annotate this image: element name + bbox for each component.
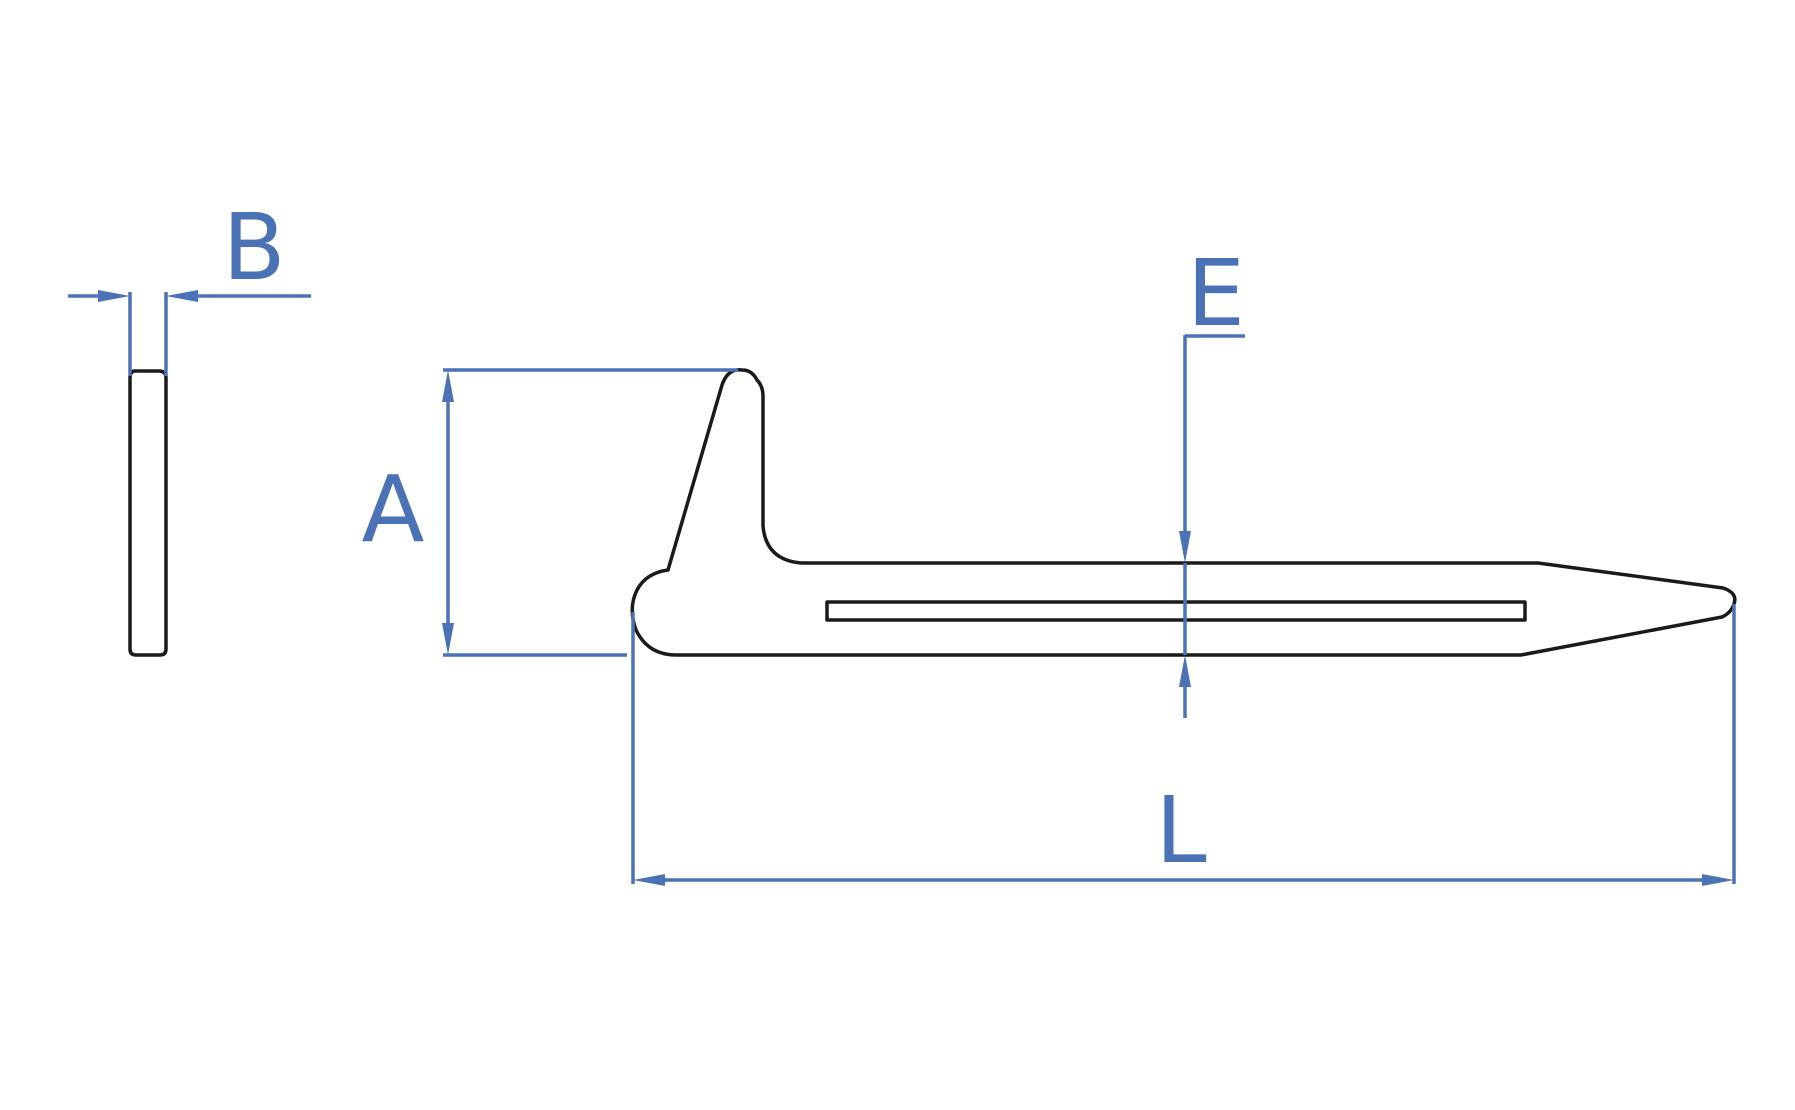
- dimension-l-arrow-left: [633, 874, 665, 886]
- dimension-a: A: [362, 368, 738, 657]
- dimension-l: L: [631, 604, 1736, 886]
- stake-slot: [825, 600, 1527, 622]
- dimension-a-label: A: [362, 456, 425, 563]
- dimension-b-label: B: [222, 194, 285, 301]
- dimension-e-arrow-top: [1179, 531, 1191, 563]
- dimension-l-arrow-right: [1702, 874, 1734, 886]
- side-view: [128, 369, 168, 657]
- side-view-outline: [128, 369, 168, 657]
- dimension-l-label: L: [1155, 777, 1206, 884]
- dimension-a-arrow-bottom: [442, 623, 454, 655]
- dimension-e-arrow-bottom: [1179, 655, 1191, 687]
- dimension-b-arrow-right: [166, 290, 198, 302]
- dimension-e-label: E: [1187, 240, 1245, 347]
- dimension-b: B: [68, 194, 311, 376]
- dimension-b-arrow-left: [98, 290, 130, 302]
- dimension-a-arrow-top: [442, 370, 454, 402]
- dimension-e: E: [1179, 240, 1245, 718]
